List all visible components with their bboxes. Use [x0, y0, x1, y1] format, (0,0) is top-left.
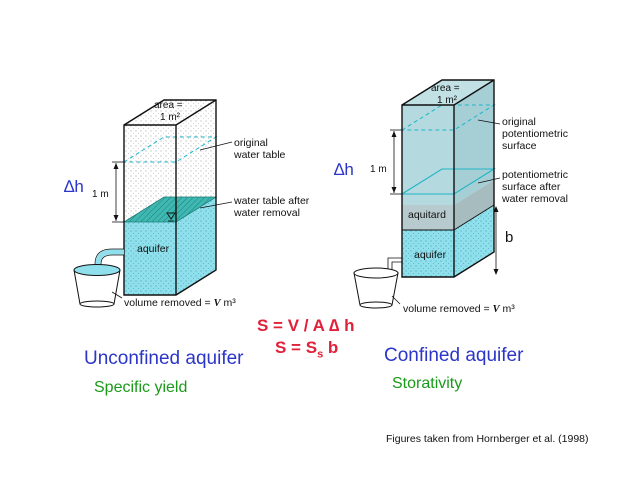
equation-storage: S = V / A ∆ h	[257, 316, 355, 335]
right-one-m: 1 m	[370, 164, 387, 175]
left-label-after-1: water table after	[233, 195, 310, 207]
left-label-after-2: water removal	[233, 207, 300, 219]
right-label-after-1: potentiometric	[502, 169, 568, 181]
aquitard-side	[454, 180, 494, 230]
right-area-line2: 1 m²	[437, 95, 458, 106]
b-label: b	[505, 229, 513, 246]
aquifer-water-side	[176, 197, 216, 295]
bucket-icon	[73, 264, 121, 308]
left-label-original-2: water table	[233, 149, 286, 161]
left-aquifer-label: aquifer	[137, 243, 170, 255]
left-volume-label: volume removed = V m³	[124, 297, 236, 309]
right-label-original-1: original	[502, 116, 536, 128]
left-area-line2: 1 m²	[160, 112, 181, 123]
discharge-pipe	[95, 249, 124, 272]
top-face	[124, 100, 216, 125]
right-aquifer-label: aquifer	[414, 249, 447, 261]
right-label-original-3: surface	[502, 140, 537, 152]
aquitard-label: aquitard	[408, 209, 446, 221]
right-bucket-icon	[353, 267, 399, 309]
left-area-line1: area =	[154, 100, 183, 111]
right-volume-label: volume removed = V m³	[403, 303, 515, 315]
right-area-line1: area =	[431, 83, 460, 94]
aquifer-water-front	[124, 222, 176, 295]
figure-credit: Figures taken from Hornberger et al. (19…	[386, 433, 589, 445]
confined-aquifer-diagram: area = 1 m² original potentiometric surf…	[334, 79, 568, 315]
confined-top-face	[402, 80, 494, 105]
right-label-after-2: surface after	[502, 181, 561, 193]
equation-storativity: S = Ss b	[275, 338, 339, 361]
right-label-after-3: water removal	[501, 193, 568, 205]
water-table-symbol	[166, 212, 176, 220]
unconfined-subtitle: Specific yield	[94, 379, 188, 396]
confined-aquifer-front	[402, 230, 454, 277]
unsaturated-zone-side	[176, 100, 216, 222]
confined-upper-side	[454, 80, 494, 205]
unconfined-aquifer-diagram: area = 1 m² original water table water t…	[64, 99, 310, 309]
right-delta-h: ∆h	[334, 160, 354, 179]
aquitard-front	[402, 205, 454, 230]
confined-title: Confined aquifer	[384, 345, 524, 366]
confined-subtitle: Storativity	[392, 375, 463, 392]
confined-upper-front	[402, 105, 454, 205]
left-one-m: 1 m	[92, 189, 109, 200]
unconfined-title: Unconfined aquifer	[84, 348, 244, 369]
right-label-original-2: potentiometric	[502, 128, 568, 140]
left-delta-h: ∆h	[64, 177, 84, 196]
confined-aquifer-side	[454, 205, 494, 277]
left-label-original-1: original	[234, 137, 268, 149]
